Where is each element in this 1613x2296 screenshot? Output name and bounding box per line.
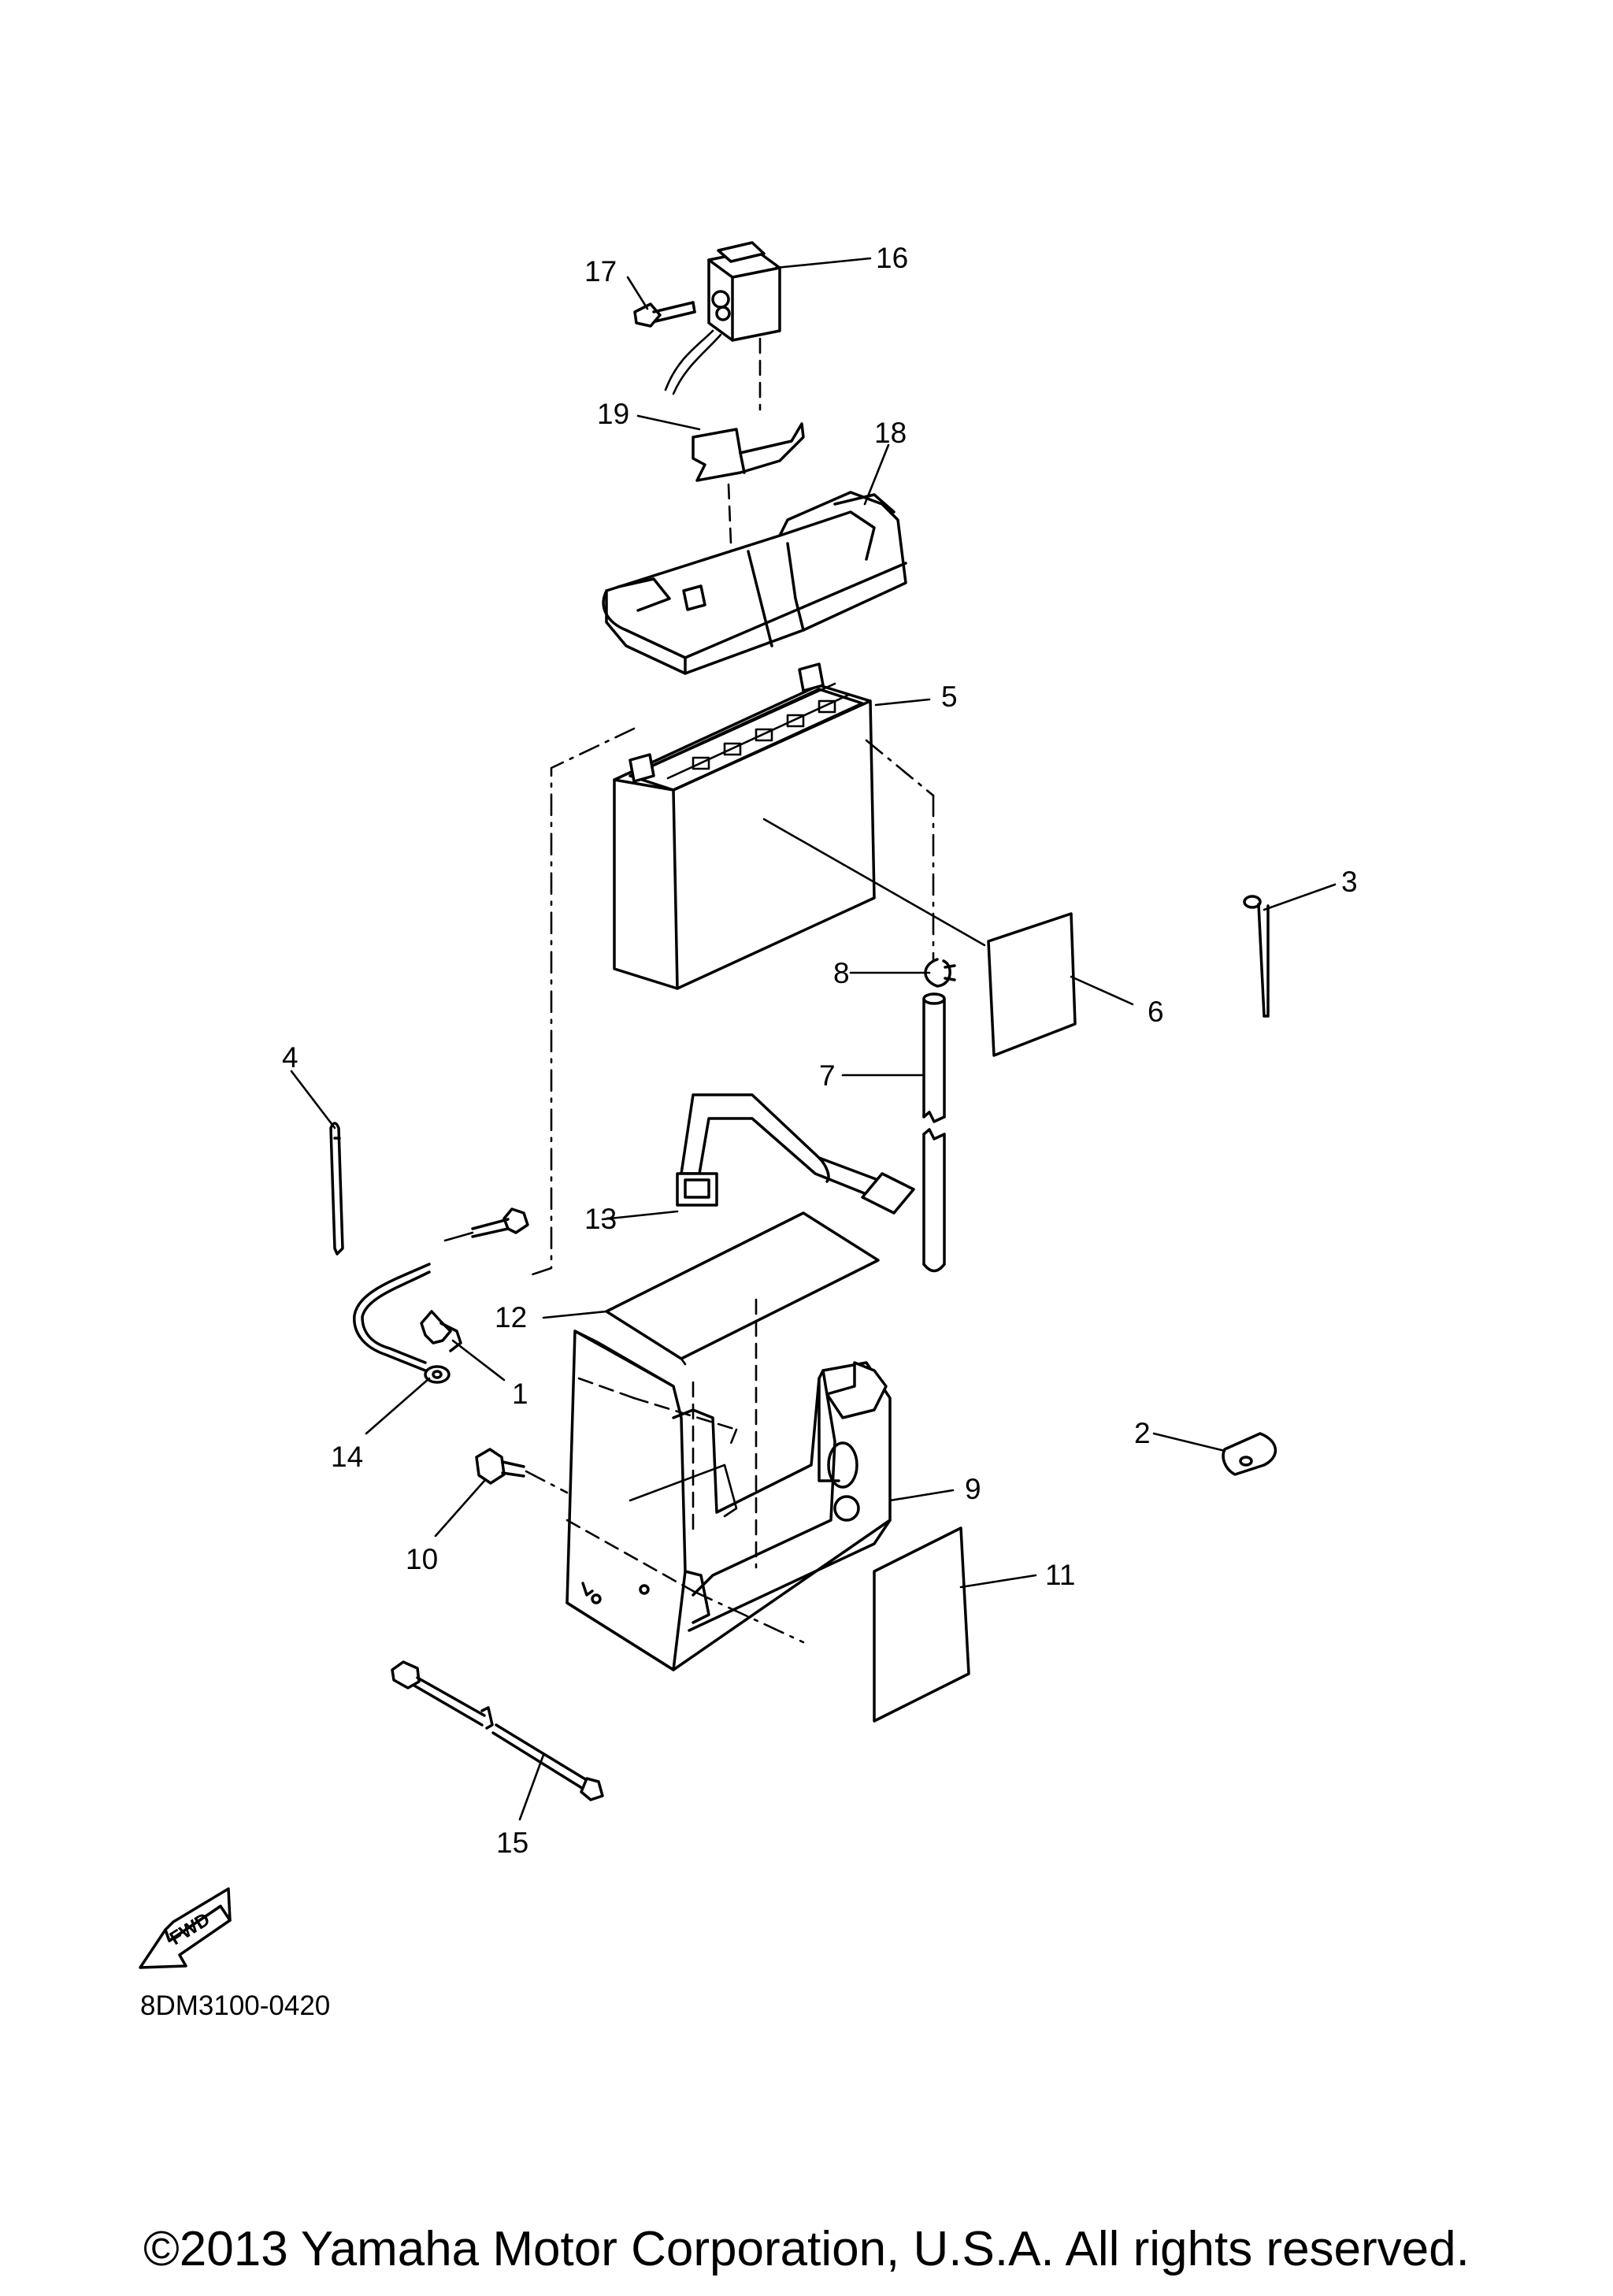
battery-pad-12	[605, 1211, 880, 1366]
callout-18: 18	[874, 417, 907, 449]
leader-lines	[290, 257, 1337, 1821]
battery-pad-6	[762, 818, 1077, 1057]
relay-bracket	[692, 422, 805, 584]
clip-3	[1243, 895, 1270, 1018]
diagram-code: 8DM3100-0420	[140, 1990, 330, 2021]
bolt-17	[633, 301, 696, 328]
callout-1: 1	[512, 1378, 528, 1410]
battery-cable	[353, 1207, 529, 1384]
battery-band	[676, 1093, 915, 1215]
callout-5: 5	[941, 681, 958, 713]
callout-15: 15	[496, 1827, 528, 1859]
callout-16: 16	[876, 242, 908, 274]
starter-relay	[664, 241, 781, 411]
part-callouts: 1 2 3 4 5 6 7 8 9 10 11 12 13 14 15 16 1…	[282, 242, 1358, 1859]
forward-arrow-icon: FWD	[139, 1887, 232, 1969]
callout-2: 2	[1134, 1417, 1151, 1449]
callout-8: 8	[833, 957, 850, 989]
callout-10: 10	[406, 1543, 438, 1575]
clamp-2	[1222, 1432, 1277, 1476]
callout-19: 19	[597, 398, 629, 430]
battery-box	[565, 1298, 892, 1671]
callout-9: 9	[965, 1473, 981, 1505]
battery	[613, 662, 935, 990]
callout-3: 3	[1341, 866, 1358, 898]
callout-17: 17	[584, 255, 617, 287]
holder-1	[420, 1310, 462, 1352]
callout-12: 12	[495, 1301, 527, 1333]
breather-tube	[922, 992, 946, 1273]
hose-clamp-8	[924, 958, 956, 988]
bolt-10	[475, 1448, 569, 1494]
battery-cover	[602, 491, 907, 675]
callout-14: 14	[331, 1441, 363, 1473]
callout-4: 4	[282, 1041, 298, 1074]
callout-7: 7	[819, 1059, 836, 1092]
clip-4	[329, 1122, 344, 1256]
callout-6: 6	[1148, 996, 1164, 1028]
callout-11: 11	[1045, 1559, 1075, 1591]
lead-wire	[391, 1660, 604, 1801]
battery-pad-11	[873, 1526, 970, 1723]
copyright-notice: ©2013 Yamaha Motor Corporation, U.S.A. A…	[143, 2222, 1470, 2276]
callout-13: 13	[584, 1203, 617, 1235]
